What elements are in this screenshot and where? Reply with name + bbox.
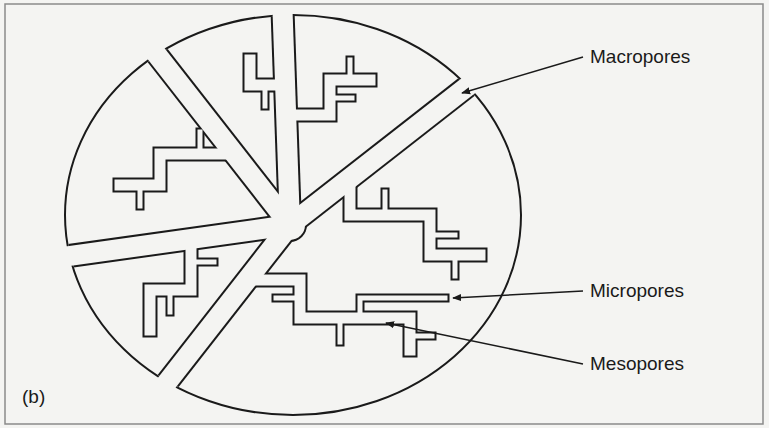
micropore-channel [276,296,300,301]
micropore-channel [410,334,432,339]
micropore-channel [383,192,388,215]
pore-walls [23,0,503,428]
mesopore-channel-wall [120,154,235,185]
micropore-channel [430,233,455,238]
micropore-channel [348,60,353,80]
macropore-channel-wall [124,12,290,225]
macropore-channel-wall [124,225,290,428]
mesopore-channel-wall [350,178,480,255]
leader-line [453,291,583,298]
micropore-channel [138,185,143,206]
frame [5,4,763,424]
pore-label: Micropores [590,280,684,302]
leader-line [386,323,583,364]
pore-label: Macropores [590,46,690,68]
macropore-channel [124,225,290,428]
micropore-channel [453,255,458,276]
mesopore-channel-wall [247,280,410,350]
micropore-channel [360,298,445,318]
macropore-channel-wall [290,59,503,225]
macropore-channel [290,59,503,225]
mesopore-channel [250,60,285,85]
pore-voids [23,0,503,428]
mesopore-channel [150,239,191,330]
micropore-channel [338,318,343,342]
macropore-channel [23,225,290,263]
micropore-channel [198,132,203,154]
mesopore-channel [286,80,370,115]
mesopore-channel [120,154,235,185]
mesopore-channel-wall [286,80,370,115]
micropore-channel [263,85,268,106]
leader-line [462,57,583,93]
pore-label: Mesopores [590,353,684,375]
micropore-channel [191,260,214,265]
mesopore-channel [247,280,410,350]
micropore-channel [330,96,352,101]
macropore-channel [124,12,290,225]
panel-letter: (b) [22,386,45,408]
mesopore-channel [350,178,480,255]
micropore-channel [168,290,173,312]
